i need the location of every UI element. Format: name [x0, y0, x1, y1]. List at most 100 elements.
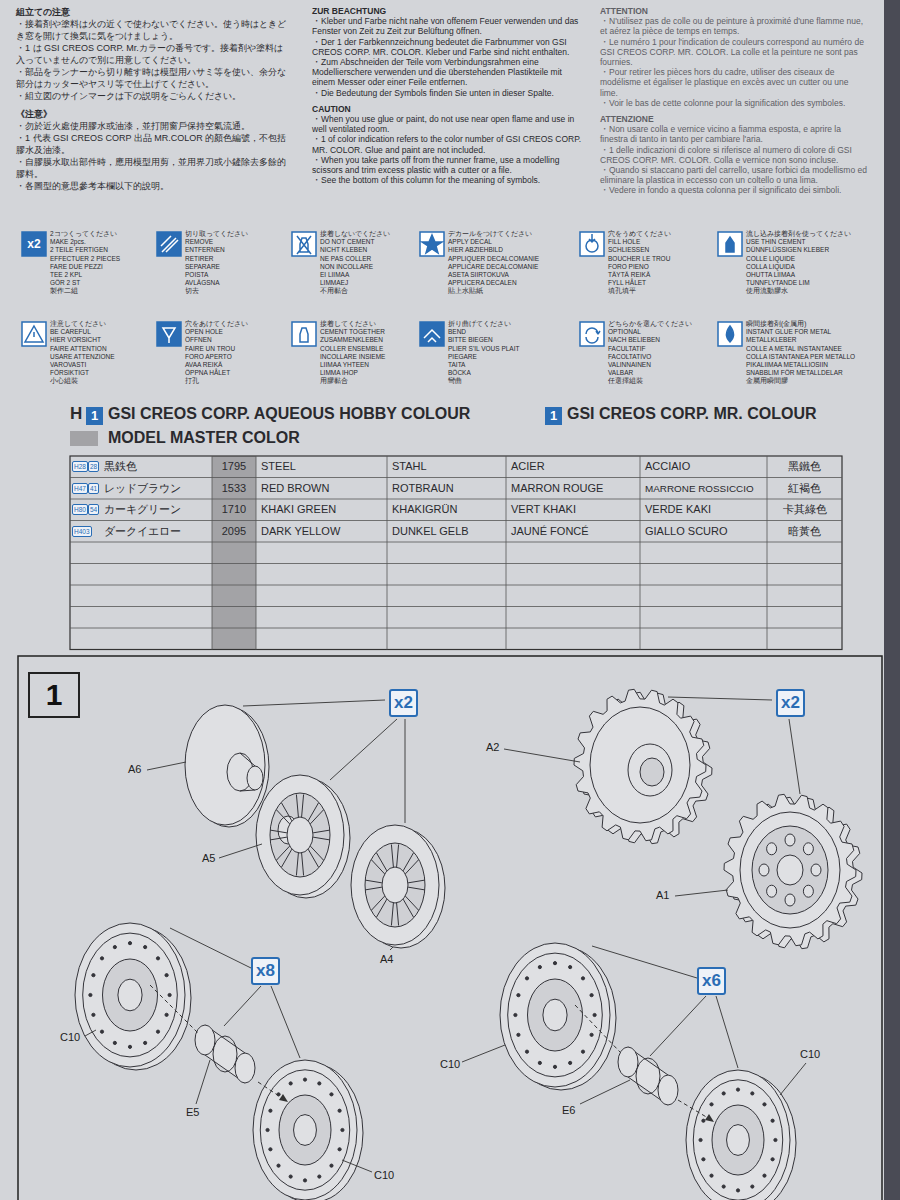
symbol-text: SEPARARE: [185, 263, 248, 271]
road-wheel-hub: [727, 1125, 750, 1156]
symbol-text: VALBAR: [608, 369, 692, 377]
wheel-bolt: [710, 1174, 713, 1177]
wheel-spoke: [408, 880, 425, 883]
table-cell: ACCIAIO: [645, 456, 690, 477]
symbol-text: BE CAREFUL: [50, 328, 115, 336]
symbol-text: FACOLTATIVO: [608, 353, 692, 361]
symbol-text: 小心組裝: [50, 377, 115, 385]
color-code-mark: 1: [86, 407, 103, 425]
assembly-arrows: [150, 985, 708, 1118]
wheel-bolt: [553, 962, 556, 965]
wheel-bolt: [722, 1092, 725, 1095]
wheel-bolt: [100, 957, 103, 960]
symbol-icons: [22, 232, 742, 346]
symbol-text: PIEGARE: [448, 353, 519, 361]
step-number-box: 1: [28, 672, 80, 718]
table-cell: STEEL: [261, 456, 296, 477]
sprocket-bore: [640, 758, 664, 786]
wheel-spoke: [403, 899, 413, 917]
note-text: ・N'utilisez pas de colle ou de peinture …: [600, 16, 868, 36]
wheel-bolt: [269, 1109, 272, 1112]
quantity-callout: x2: [776, 689, 805, 717]
symbol-text: 用膠黏合: [320, 377, 385, 385]
symbol-text: PIKALIIMAA METALLIOSIIN: [746, 361, 855, 369]
table-cell: 1533: [222, 478, 246, 499]
wheel-bolt: [318, 1082, 321, 1085]
symbol-text: AVAA REIKÄ: [185, 361, 248, 369]
paint-code-chip: H28: [72, 461, 88, 472]
symbol-text: NACH BELIEBEN: [608, 336, 692, 344]
wheel-bolt: [514, 1013, 517, 1016]
symbol-text: 穴をあけてください: [185, 320, 248, 328]
symbol-text: DO NOT CEMENT: [320, 238, 390, 246]
table-cell: STAHL: [392, 456, 427, 477]
text-column: 瞬間接着剤(金属用)INSTANT GLUE FOR METALMETALLKL…: [746, 320, 855, 386]
legend-text: MODEL MASTER COLOR: [108, 429, 300, 447]
sprocket-hole: [785, 834, 795, 846]
wheel-bolt: [702, 1158, 705, 1161]
wheel-bolt: [702, 1119, 705, 1122]
symbol-text: COLLA ISTANTANEA PER METALLO: [746, 353, 855, 361]
symbol-text: COLLER ENSEMBLE: [320, 345, 385, 353]
road-wheel-tyre: [260, 1070, 349, 1190]
paint-code-chip: H80: [72, 504, 88, 515]
sprocket-teeth: [574, 689, 706, 840]
color-code-mark: 1: [545, 407, 562, 425]
symbol-text: EI LIIMAA: [320, 271, 390, 279]
table-cell: 紅褐色: [788, 478, 821, 499]
text-column: 接着してくださいCEMENT TOGETHERZUSAMMENKLEBENCOL…: [320, 320, 385, 386]
road-wheel: [253, 1060, 357, 1200]
symbol-text: FORO APERTO: [185, 353, 248, 361]
wheel-bolt: [303, 1078, 306, 1081]
note-text: 《注意》: [16, 108, 288, 120]
sprocket-hole: [803, 885, 813, 897]
wheel-spoke: [296, 853, 298, 876]
note-text: ・When you take parts off from the runner…: [312, 155, 582, 175]
wheel-bolt: [318, 1175, 321, 1178]
step-frame: [18, 656, 882, 1200]
node-text: x6: [702, 971, 721, 991]
table-cell: KHAKI GREEN: [261, 499, 336, 520]
wheel-bolt: [553, 1065, 556, 1068]
symbol-text: 接着しないでください: [320, 230, 390, 238]
symbol-text: INSTANT GLUE FOR METAL: [746, 328, 855, 336]
symbol-text: VAROVASTI: [50, 361, 115, 369]
sprocket-hole: [767, 843, 777, 855]
symbol-text: TEE 2 KPL: [50, 271, 120, 279]
wheel-bolt: [113, 946, 116, 949]
symbol-text: NE PAS COLLER: [320, 255, 390, 263]
wheel-bolt: [771, 1119, 774, 1122]
wheel-bolt: [590, 1033, 593, 1036]
wheel-bolt: [168, 993, 171, 996]
symbol-text: ASETA SIIRTOKUVA: [448, 271, 539, 279]
note-text: ・1 は GSI CREOS CORP. Mr.カラーの番号です。接着剤や塗料は…: [16, 42, 288, 66]
symbol-text: INCOLLARE INSIEME: [320, 353, 385, 361]
symbol-text: 打孔: [185, 377, 248, 385]
symbol-text: BOUCHER LE TROU: [608, 255, 671, 263]
symbol-text: 穴をうめてください: [608, 230, 671, 238]
sprocket-hole: [785, 894, 795, 906]
sprocket-hole: [811, 864, 821, 876]
table-cell: RED BROWN: [261, 478, 329, 499]
part-number: A2: [486, 741, 499, 753]
road-wheel-dish: [103, 959, 158, 1031]
symbol-text: BÖCKA: [448, 369, 519, 377]
table-cell: カーキグリーン: [104, 499, 181, 520]
wheel-bolt: [763, 1174, 766, 1177]
text-column: 折り曲げてくださいBENDBITTE BIEGENPLIER S'IL VOUS…: [448, 320, 519, 386]
table-cell: JAUNÉ FONCÉ: [511, 521, 589, 542]
note-text: ・Vedere in fondo a questa colonna per il…: [600, 185, 868, 195]
text-column: デカールをつけてくださいAPPLY DECALHIER ABZIEHBILDAP…: [448, 230, 539, 296]
paint-code-chip: 41: [88, 483, 99, 494]
wheel-bolt: [266, 1128, 269, 1131]
node-text: x8: [256, 961, 275, 981]
wheel-bolt: [569, 966, 572, 969]
wheel-spoke: [365, 887, 382, 890]
symbol-text: MAKE 2pcs.: [50, 238, 120, 246]
wheel-spoke: [302, 794, 304, 817]
wheel-spoke: [276, 846, 289, 860]
table-cell: ROTBRAUN: [392, 478, 454, 499]
node-text: 1: [46, 678, 63, 712]
wheel-bolt: [699, 1138, 702, 1141]
